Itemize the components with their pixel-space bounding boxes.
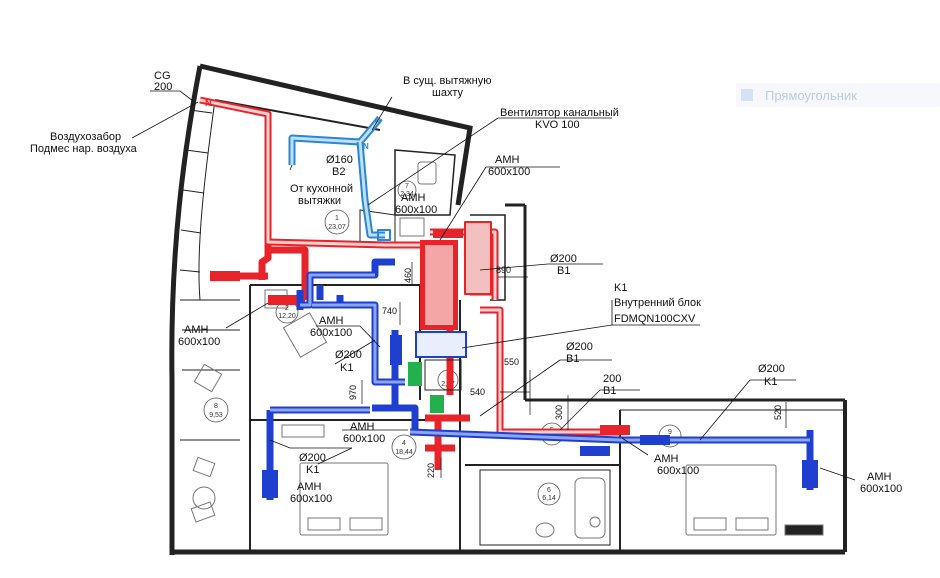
ghost-tool-tab (736, 83, 940, 107)
grille-size-label: 600x100 (310, 327, 352, 339)
grille-size-label: 600x100 (290, 493, 332, 505)
grille-label: АМН (654, 453, 679, 465)
furniture (190, 161, 824, 539)
grille-label: АМН (495, 154, 520, 166)
windows (179, 109, 240, 371)
dimension-740: 740 (382, 306, 397, 316)
dimension-220: 220 (426, 463, 436, 478)
supply-ducts (199, 96, 630, 470)
room-area: 23,07 (328, 224, 346, 231)
duct-system-label: K1 (764, 376, 777, 388)
grille-size-label: 600x100 (178, 336, 220, 348)
grille-label: АМН (184, 324, 209, 336)
return-ducts (262, 258, 818, 500)
room-number: 1 (335, 215, 339, 222)
kitchen-exhaust-duct (288, 115, 391, 241)
duct-diameter-label: Ø200 (550, 253, 577, 265)
grille-size-label: 600x100 (395, 204, 437, 216)
indoor-unit-model: FDMQN100CXV (614, 313, 696, 325)
air-intake-label: Воздухозабор (50, 131, 121, 143)
indoor-unit-label: Внутренний блок (614, 297, 701, 309)
air-mix-label: Подмес нар. воздуха (30, 143, 138, 155)
dimension-460: 460 (403, 268, 413, 283)
duct-diameter-label: Ø200 (758, 363, 785, 375)
duct-system-label: B1 (603, 385, 616, 397)
annotations: CG 200 Воздухозабор Подмес нар. воздуха … (30, 70, 902, 505)
duct-diameter-label: Ø200 (299, 452, 326, 464)
dimension-520: 520 (773, 405, 783, 420)
room-number: 2 (285, 305, 289, 312)
room-number: 4 (402, 440, 406, 447)
grille-label: АМН (350, 421, 375, 433)
dimension-540: 540 (470, 387, 485, 397)
dimension-970: 970 (348, 385, 358, 400)
room-number: 7 (405, 183, 409, 190)
fan-label-line1: Вентилятор канальный (500, 107, 619, 119)
shaft-label-line1: В сущ. вытяжную (403, 75, 491, 87)
grille-size-label: 600x100 (860, 483, 902, 495)
flow-markers: N N N (205, 98, 381, 151)
dimension-890: 890 (496, 265, 511, 275)
svg-text:N: N (375, 117, 381, 126)
duct-diameter-label: Ø200 (566, 341, 593, 353)
dimension-values: 890 740 460 970 550 540 300 220 520 (348, 265, 783, 478)
ghost-tool-label: Прямоугольник (765, 88, 857, 103)
shaft-label-line2: шахту (432, 87, 463, 99)
room-area: 9,53 (209, 412, 223, 419)
walls (169, 63, 847, 555)
room-area: 2,34 (400, 191, 414, 198)
kitchen-label-line1: От кухонной (290, 183, 353, 195)
svg-text:N: N (363, 142, 369, 151)
dimension-300: 300 (554, 405, 564, 420)
room-area: 12,20 (278, 313, 296, 320)
leader-lines (131, 90, 856, 481)
room-area: 18,44 (395, 449, 413, 456)
dimension-550: 550 (504, 357, 519, 367)
duct-diameter-label: Ø200 (335, 349, 362, 361)
room-number: 9 (668, 429, 672, 436)
kitchen-duct-diameter: Ø160 (326, 154, 353, 166)
grille-label: АМН (297, 481, 322, 493)
grille-size-label: 600x100 (343, 433, 385, 445)
grille-size-label: 600x100 (657, 465, 699, 477)
duct-system-label: K1 (340, 362, 353, 374)
duct-system-label: B1 (557, 265, 570, 277)
duct-system-label: B1 (566, 353, 579, 365)
svg-text:N: N (205, 98, 212, 108)
grille-size-label: 600x100 (488, 166, 530, 178)
room-number: 8 (214, 403, 218, 410)
kitchen-label-line2: вытяжки (298, 195, 341, 207)
grille-label: АМН (401, 192, 426, 204)
room-area: 6,14 (542, 495, 556, 502)
duct-size-label: 200 (603, 373, 621, 385)
dimension-lines (361, 262, 787, 478)
grille-label: АМН (319, 315, 344, 327)
room-number: 6 (547, 487, 551, 494)
room-markers (203, 180, 682, 506)
grille-label: АМН (867, 471, 892, 483)
rectangle-tool-icon (741, 89, 753, 101)
cg-label: CG (154, 70, 171, 82)
indoor-unit-tag: K1 (614, 282, 627, 294)
fan-label-line2: KVO 100 (535, 119, 580, 131)
indoor-unit (408, 331, 467, 413)
cg-size-label: 200 (154, 81, 172, 93)
kitchen-duct-system: B2 (332, 166, 345, 178)
duct-system-label: K1 (306, 464, 319, 476)
